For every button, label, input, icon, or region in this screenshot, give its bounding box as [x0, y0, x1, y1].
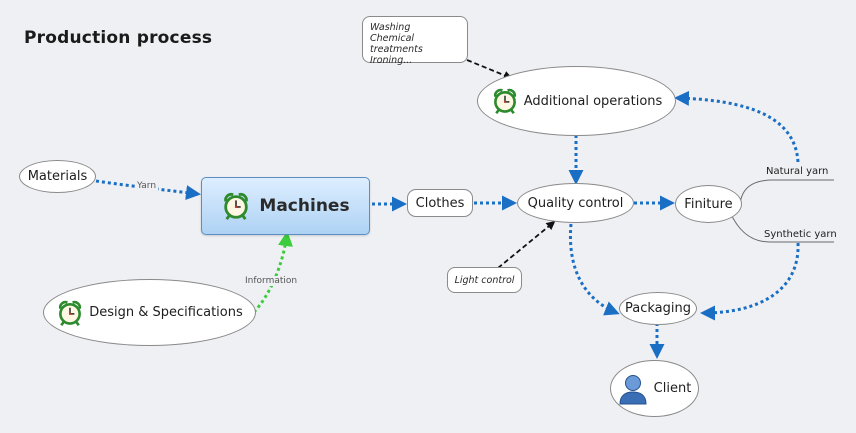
- node-additional-operations[interactable]: Additional operations: [477, 66, 676, 136]
- node-machines[interactable]: Machines: [201, 177, 370, 235]
- note-line-chemical: Chemical treatments: [370, 33, 423, 55]
- branch-natural-yarn[interactable]: Natural yarn: [766, 166, 829, 177]
- node-packaging[interactable]: Packaging: [619, 292, 697, 325]
- edge-note-additional: [466, 59, 513, 80]
- node-design-specifications[interactable]: Design & Specifications: [43, 279, 256, 346]
- branch-synthetic-yarn[interactable]: Synthetic yarn: [764, 229, 837, 240]
- node-label: Quality control: [527, 195, 624, 211]
- edge-finiture-additional: [674, 90, 800, 163]
- note-additional-operations[interactable]: Washing Chemical treatments Ironing...: [362, 16, 468, 66]
- node-label: Materials: [27, 169, 88, 184]
- node-label: Machines: [259, 196, 350, 216]
- note-light-control[interactable]: Light control: [447, 267, 522, 293]
- alarm-clock-icon: [224, 192, 249, 220]
- node-label: Packaging: [625, 301, 691, 316]
- node-label: Design & Specifications: [89, 305, 243, 320]
- edge-synthetic-packaging: [700, 242, 800, 321]
- edge-label-yarn: Yarn: [135, 181, 159, 191]
- edge-materials-machines: [95, 179, 201, 201]
- node-label: Clothes: [415, 195, 465, 211]
- node-finiture[interactable]: Finiture: [675, 185, 742, 223]
- node-materials[interactable]: Materials: [19, 160, 96, 193]
- note-line-light-control: Light control: [454, 274, 515, 286]
- edge-design-machines: [252, 231, 293, 314]
- edge-quality-packaging: [568, 223, 620, 316]
- node-label: Client: [653, 381, 692, 396]
- page-title: Production process: [24, 28, 213, 48]
- edge-label-information: Information: [243, 276, 300, 286]
- node-quality-control[interactable]: Quality control: [517, 183, 634, 223]
- node-clothes[interactable]: Clothes: [407, 189, 473, 217]
- user-icon: [619, 374, 647, 404]
- node-label: Additional operations: [523, 93, 663, 109]
- alarm-clock-icon: [493, 88, 516, 115]
- note-line-washing: Washing: [370, 22, 411, 33]
- note-line-ironing: Ironing...: [370, 55, 413, 66]
- alarm-clock-icon: [59, 300, 82, 326]
- branch-line-natural: [739, 179, 834, 205]
- node-client[interactable]: Client: [610, 360, 699, 417]
- node-label: Finiture: [684, 196, 733, 212]
- branch-line-synthetic: [729, 211, 834, 243]
- edge-note-quality: [497, 220, 556, 269]
